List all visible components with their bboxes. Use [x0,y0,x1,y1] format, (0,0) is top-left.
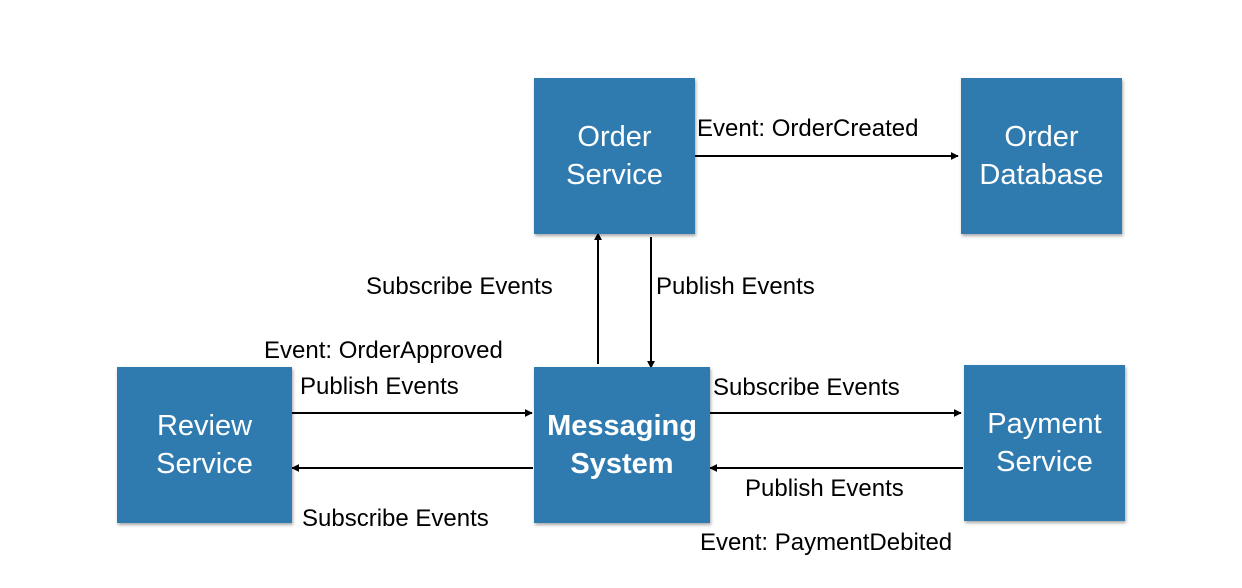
edge-label-event-payment-debited: Event: PaymentDebited [700,529,953,556]
edge-label-subscribe-review: Subscribe Events [302,505,489,532]
edge-label-event-order-approved: Event: OrderApproved [264,337,503,364]
edge-label-order-created: Event: OrderCreated [697,115,919,142]
order-service-node: Order Service [534,78,695,234]
payment-service-node: Payment Service [964,365,1125,521]
edge-label-publish-payment: Publish Events [745,475,904,502]
review-service-node: Review Service [117,367,292,523]
edge-label-subscribe-payment: Subscribe Events [713,374,900,401]
edge-label-subscribe-order: Subscribe Events [366,273,553,300]
order-database-node: Order Database [961,78,1122,234]
edge-label-publish-review: Publish Events [300,373,459,400]
messaging-system-node: Messaging System [534,367,710,523]
edge-label-publish-order: Publish Events [656,273,815,300]
